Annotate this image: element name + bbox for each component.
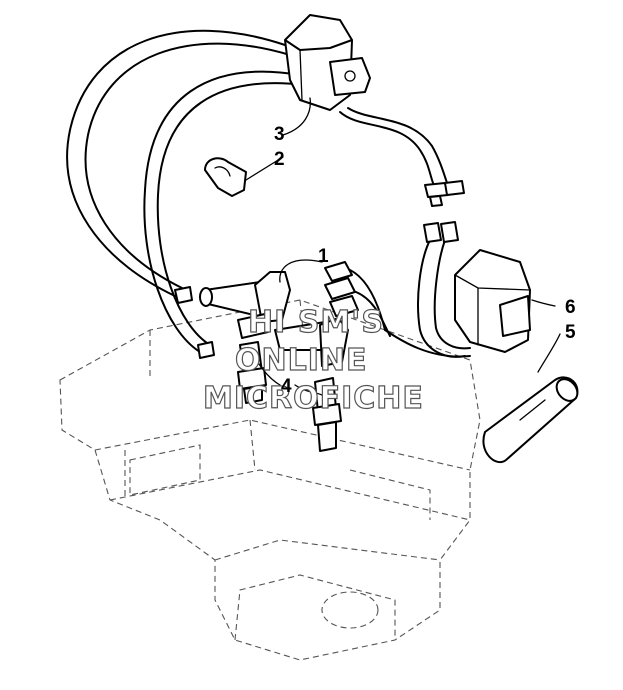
callout-3: 3 — [274, 124, 285, 145]
leader-lines — [245, 97, 561, 396]
watermark-line-2: ONLINE — [235, 343, 368, 378]
callout-1: 1 — [318, 246, 329, 267]
callouts: 1 2 3 4 5 6 — [274, 124, 576, 397]
terminal-connectors — [324, 261, 391, 337]
sleeve-tube — [482, 376, 579, 463]
callout-2: 2 — [274, 149, 285, 170]
watermark-line-1: HI SM'S — [248, 305, 384, 340]
cdi-module — [384, 221, 531, 358]
spark-plug-caps — [199, 271, 349, 367]
watermark: HI SM'S ONLINE MICROFICHE — [202, 304, 424, 416]
ignition-coil — [284, 14, 465, 207]
callout-6: 6 — [565, 297, 576, 318]
engine-block-outline — [59, 299, 481, 661]
high-tension-leads — [66, 29, 306, 359]
spark-plugs — [237, 341, 342, 452]
wire-clip — [204, 157, 247, 197]
callout-5: 5 — [565, 322, 576, 343]
callout-4: 4 — [281, 376, 292, 397]
watermark-line-3: MICROFICHE — [203, 381, 424, 416]
